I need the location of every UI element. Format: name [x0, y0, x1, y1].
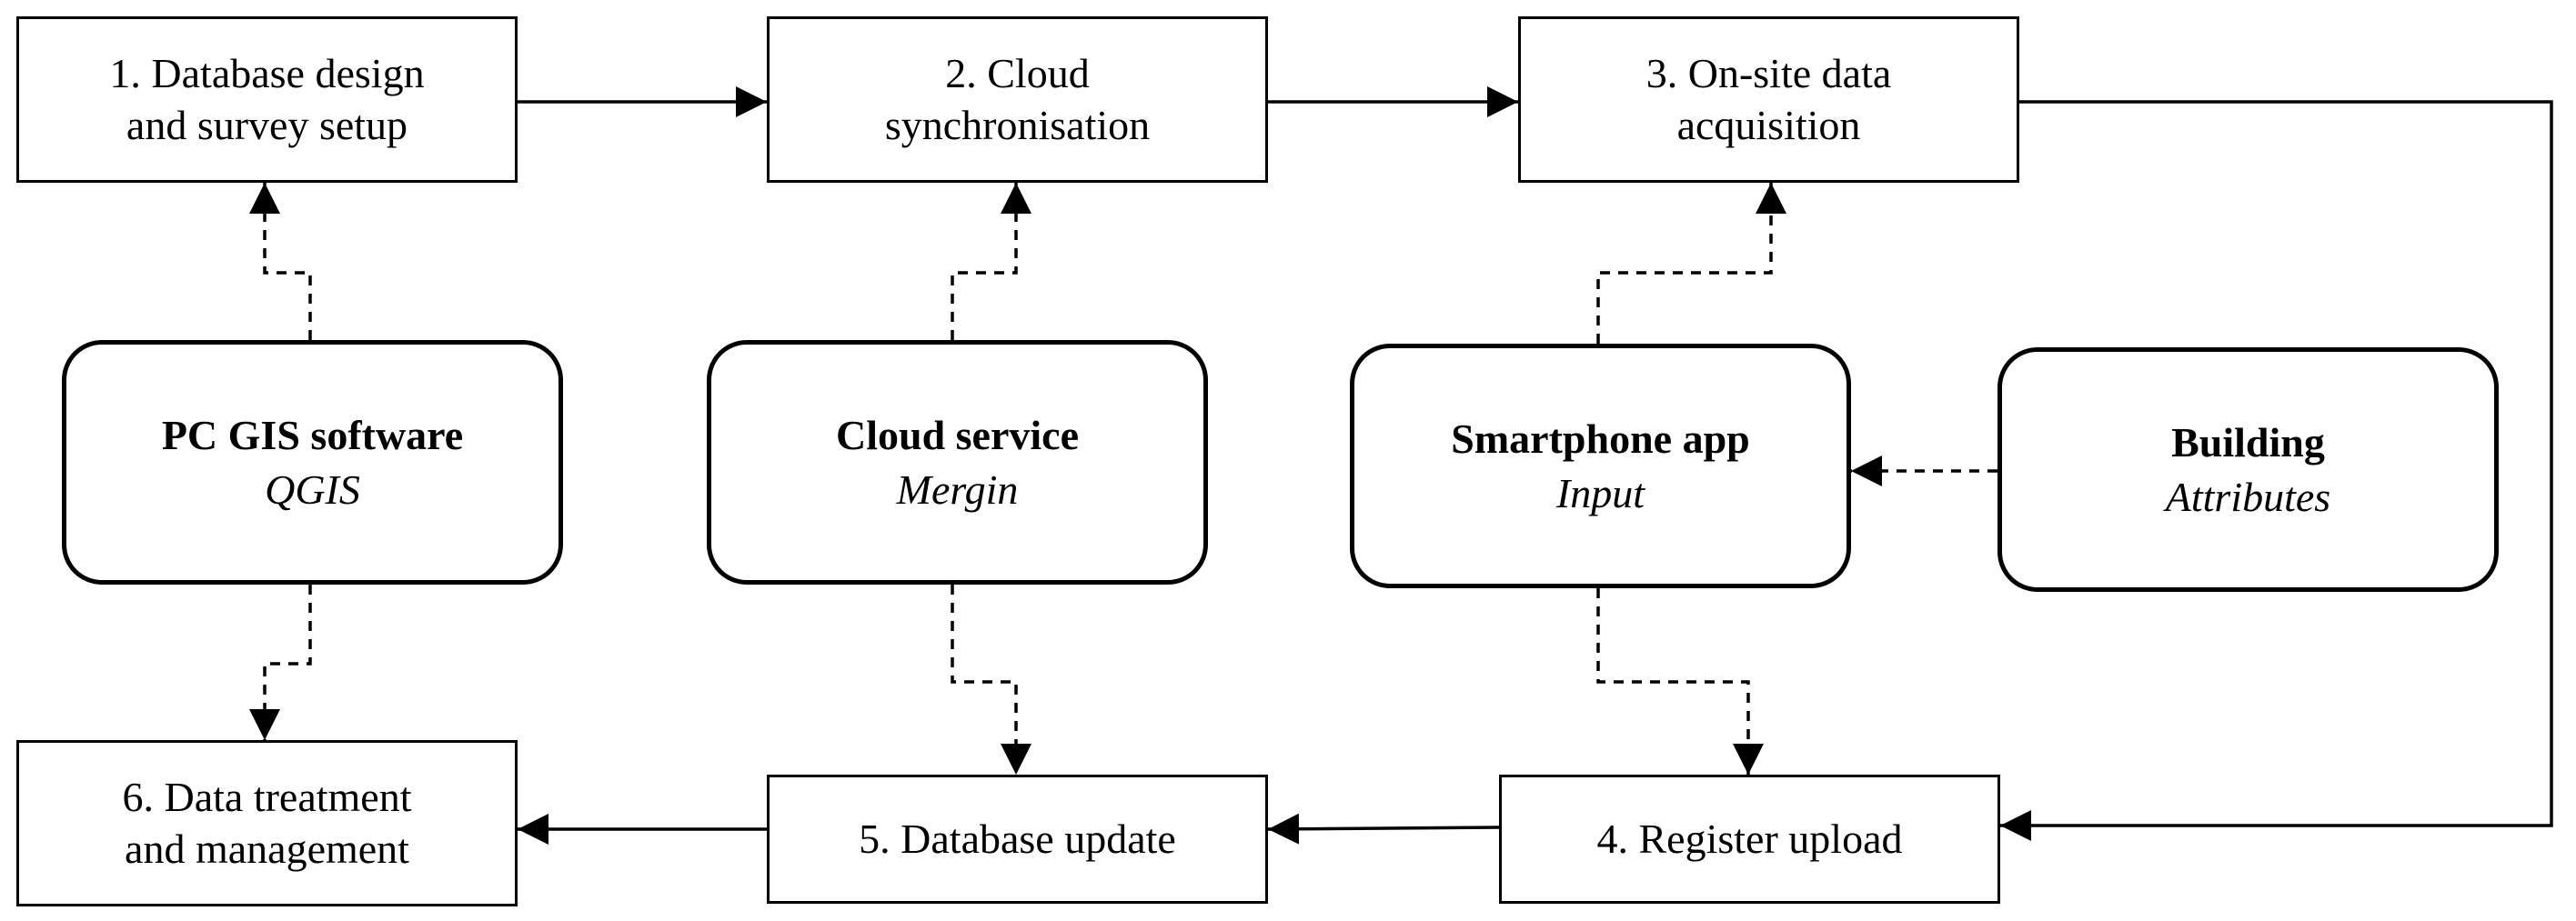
- arrow-step3-to-step4: [2000, 100, 2553, 841]
- step-label: 6. Data treatment and management: [122, 774, 412, 872]
- tool-name: Smartphone app: [1451, 415, 1750, 462]
- dashed-pc-to-step1: [249, 183, 312, 340]
- step-label: 4. Register upload: [1596, 815, 1903, 862]
- step-label: 3. On-site data acquisition: [1645, 50, 1892, 148]
- step-box-database-design: 1. Database design and survey setup: [16, 16, 518, 183]
- dashed-pc-to-step6: [249, 585, 312, 740]
- dashed-phone-to-step3: [1596, 183, 1786, 344]
- tool-subtitle: Input: [1555, 469, 1645, 516]
- step-label: 2. Cloud synchronisation: [884, 50, 1151, 148]
- tool-name: PC GIS software: [161, 411, 464, 458]
- tool-box-building: Building Attributes: [1997, 347, 2499, 592]
- dashed-cloud-to-step5: [951, 585, 1031, 775]
- step-box-cloud-synchronisation: 2. Cloud synchronisation: [767, 16, 1268, 183]
- step-label: 5. Database update: [859, 815, 1176, 862]
- tool-box-cloud-service: Cloud service Mergin: [707, 340, 1208, 585]
- dashed-cloud-to-step2: [951, 183, 1031, 340]
- tool-box-smartphone-app: Smartphone app Input: [1350, 344, 1851, 588]
- step-box-on-site-acquisition: 3. On-site data acquisition: [1518, 16, 2019, 183]
- step-box-register-upload: 4. Register upload: [1499, 775, 2000, 904]
- tool-subtitle: QGIS: [265, 466, 360, 513]
- tool-box-pc-gis: PC GIS software QGIS: [62, 340, 563, 585]
- tool-name: Cloud service: [835, 411, 1079, 458]
- step-label: 1. Database design and survey setup: [109, 50, 425, 148]
- tool-name: Building: [2171, 418, 2325, 466]
- arrow-step4-to-step5: [1267, 813, 1500, 845]
- dashed-phone-to-step4: [1596, 588, 1764, 775]
- tool-subtitle: Attributes: [2165, 473, 2331, 520]
- step-box-database-update: 5. Database update: [767, 775, 1268, 904]
- step-box-data-treatment: 6. Data treatment and management: [16, 740, 518, 906]
- tool-subtitle: Mergin: [896, 466, 1019, 513]
